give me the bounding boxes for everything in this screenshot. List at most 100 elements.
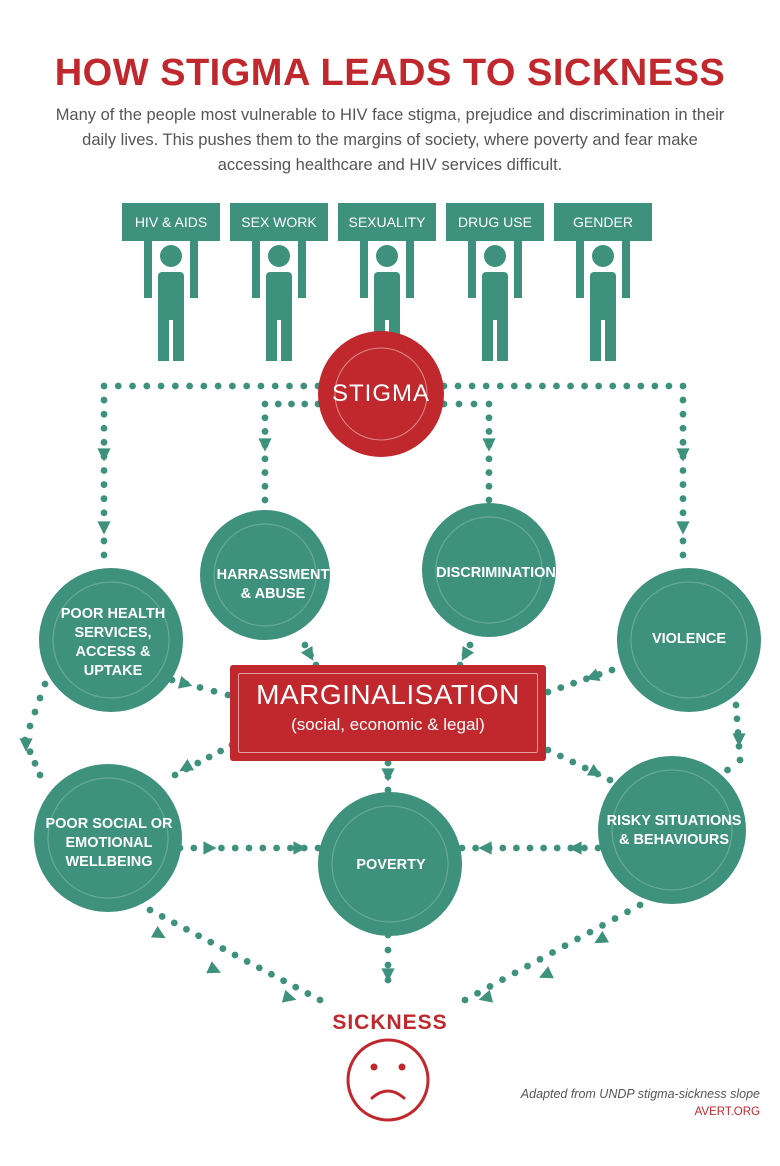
node-poverty-circle [318,792,462,936]
marginalisation-title: MARGINALISATION [256,679,520,710]
sign-hiv-aids: HIV & AIDS [122,203,220,241]
connector-dot [557,684,565,691]
connector-dot [574,935,581,943]
connector-dot [194,759,202,767]
connector-dot [567,382,574,390]
connector-dot [510,382,518,390]
connector-dot [300,382,308,390]
connector-dot [217,747,225,755]
node-poor-health-label: POOR HEALTH SERVICES, ACCESS & UPTAKE [60,606,166,679]
arrowheads [19,438,746,1003]
connector-dot [190,844,198,852]
connector-dot [286,382,293,390]
connector-dot [549,949,556,956]
connector-dot [570,679,577,687]
connector-dot [637,382,645,390]
connector-dot [499,976,506,984]
connector-dot [466,641,474,649]
node-poor-social-circle [34,764,182,912]
connector-dot [732,701,740,709]
connector-dot [724,766,731,774]
connector-dot [100,481,108,488]
connector-dot [623,382,631,390]
connector-dot [524,962,531,970]
arrowhead-icon [539,966,554,979]
connector-dot [268,970,275,978]
connector-dot [100,410,108,418]
arrowhead-icon [732,733,746,747]
arrowhead-icon [203,841,217,855]
connector-dot [100,467,108,474]
intro-text: Many of the people most vulnerable to HI… [55,106,725,174]
dotted-connectors [21,382,744,1004]
connector-dot [196,684,204,691]
connector-dot [485,496,493,504]
connector-dot [651,382,659,390]
connector-dot [485,428,493,435]
connector-dot [679,410,687,418]
connector-dot [679,396,687,404]
arrowhead-icon [478,841,492,855]
person-sign-icon [144,240,198,361]
connector-dot [231,844,239,852]
connector-dot [170,919,178,927]
connector-dot [301,400,309,408]
node-risky-label: RISKY SITUATIONS & BEHAVIOURS [606,813,742,848]
connector-dot [218,844,225,852]
connector-dot [301,641,309,649]
arrowhead-icon [594,930,610,944]
arrowhead-icon [258,438,272,452]
connector-dot [261,496,269,504]
connector-dot [195,932,202,940]
marginalisation-inner-border [238,673,538,753]
connector-dot [171,382,179,390]
sad-face-icon [346,1038,430,1122]
connector-dot [611,915,619,922]
connector-dot [31,759,39,767]
node-harassment-label: HARRASSMENT & ABUSE [216,567,330,602]
arrowhead-icon [482,438,496,452]
connector-dot [143,382,151,390]
arrowhead-icon [206,961,221,974]
connector-dot [261,400,269,408]
connector-dot [271,382,279,390]
connector-dot [474,989,481,997]
connector-dot [581,382,588,390]
arrowhead-icon [585,668,601,681]
connector-dot [186,382,194,390]
arrowhead-icon [676,521,690,535]
connector-dot [146,906,154,914]
connector-dot [511,969,519,977]
connector-dot [679,438,687,446]
node-discrimination-circle [422,503,556,637]
node-violence-circle [617,568,761,712]
stigma-circle [318,331,444,457]
connector-dot [243,382,251,390]
connector-dot [679,537,687,545]
connector-dot [100,396,108,404]
connector-dot [496,382,504,390]
connector-dot [214,382,222,390]
connector-dot [485,400,493,408]
arrowhead-icon [568,841,582,855]
connector-dot [524,382,532,390]
connector-dot [257,382,265,390]
connector-dot [231,951,239,959]
connector-dot [245,844,253,852]
connector-dot [679,551,687,559]
connector-dot [229,382,236,390]
site-link[interactable]: AVERT.ORG [694,1106,760,1118]
connector-dot [665,382,673,390]
connector-dot [736,756,744,764]
connector-dot [210,687,218,695]
connector-dot [485,455,493,463]
connector-dot [733,715,741,723]
connector-dot [100,537,108,545]
connector-dot [454,382,462,390]
connector-dot [100,382,108,390]
arrowhead-icon [381,968,395,982]
arrowhead-icon [586,763,602,777]
arrowhead-icon [300,645,314,661]
connector-dot [129,382,136,390]
connector-dot [384,759,392,767]
